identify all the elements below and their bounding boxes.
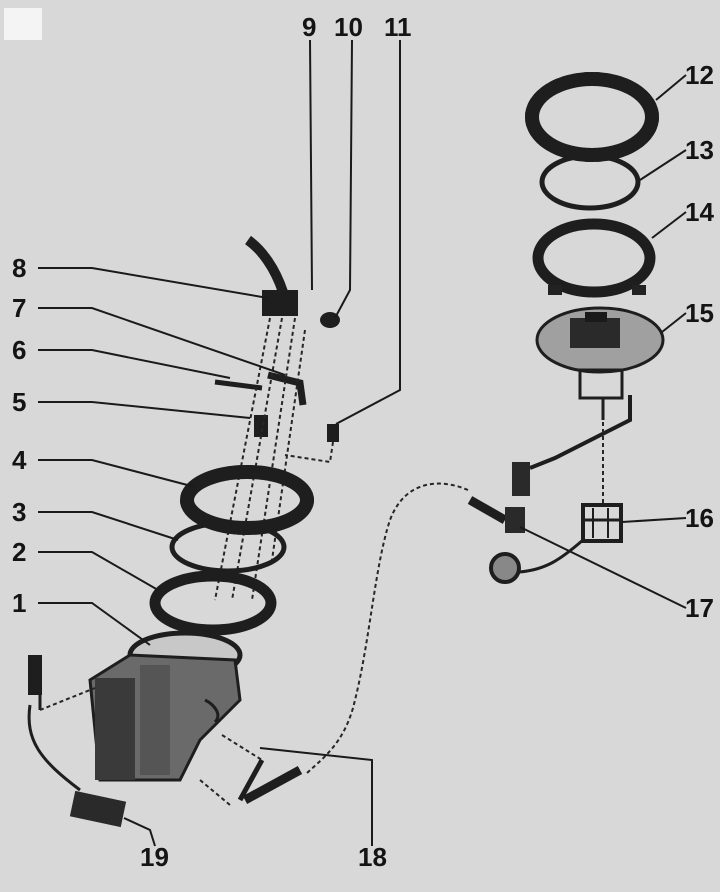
callout-18: 18 bbox=[358, 842, 387, 872]
callout-16: 16 bbox=[685, 503, 714, 533]
part-3-seal-ring bbox=[169, 520, 287, 574]
fuel-line-dashed bbox=[304, 482, 469, 776]
callout-12: 12 bbox=[685, 60, 714, 90]
callout-7: 7 bbox=[12, 293, 26, 323]
callout-19: 19 bbox=[140, 842, 169, 872]
corner-patch bbox=[4, 8, 42, 40]
callout-8: 8 bbox=[12, 253, 26, 283]
part-18-pipe bbox=[199, 734, 303, 806]
callout-4: 4 bbox=[12, 445, 27, 475]
part-6-bracket bbox=[214, 379, 263, 391]
part-17-float-and-wire bbox=[467, 496, 584, 584]
leader-lines bbox=[38, 39, 687, 847]
part-11-nozzle bbox=[284, 424, 339, 464]
callout-labels: 8 7 6 5 4 3 2 1 9 10 11 12 13 14 15 16 1… bbox=[12, 12, 714, 872]
callout-13: 13 bbox=[685, 135, 714, 165]
callout-2: 2 bbox=[12, 537, 26, 567]
callout-11: 11 bbox=[384, 12, 412, 42]
callout-3: 3 bbox=[12, 497, 26, 527]
part-4-lock-ring bbox=[180, 465, 314, 535]
stack-guide-lines bbox=[214, 317, 306, 601]
part-14-retainer-ring bbox=[532, 218, 656, 298]
callout-14: 14 bbox=[685, 197, 714, 227]
float-arm bbox=[512, 395, 632, 496]
part-19-sender bbox=[27, 655, 127, 828]
callout-17: 17 bbox=[685, 593, 714, 623]
part-5-seal bbox=[254, 415, 268, 437]
part-1-pump-housing bbox=[88, 630, 243, 782]
callout-10: 10 bbox=[334, 12, 363, 42]
part-15-flange-plate bbox=[535, 306, 665, 420]
part-13-seal-ring bbox=[539, 153, 641, 211]
part-12-lock-ring bbox=[525, 72, 659, 162]
callout-6: 6 bbox=[12, 335, 26, 365]
callout-9: 9 bbox=[302, 12, 316, 42]
part-2-retainer-ring bbox=[149, 570, 277, 636]
callout-15: 15 bbox=[685, 298, 714, 328]
part-16-sensor-unit bbox=[581, 503, 623, 543]
callout-5: 5 bbox=[12, 387, 26, 417]
part-7-connector bbox=[267, 371, 307, 406]
part-8-arm-bracket bbox=[244, 235, 298, 316]
callout-1: 1 bbox=[12, 588, 26, 618]
